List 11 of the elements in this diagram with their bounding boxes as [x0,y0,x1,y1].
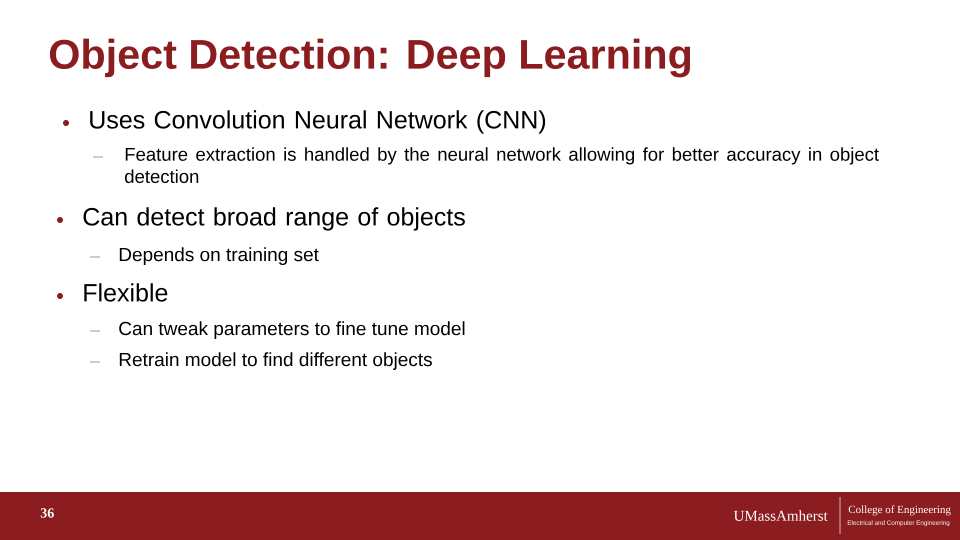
sub-bullet-text: Retrain model to find different objects [120,352,432,370]
sub-bullet-text: Feature extraction is handled by the neural network allowing for better accuracy in object detection [125,147,879,184]
bullet-text: Uses Convolution Neural Network (CNN) [90,110,546,134]
university-name: UMassAmherst [734,510,828,521]
slide-title: Object Detection: Deep Learning [50,38,690,78]
page-number: 36 [40,508,54,518]
college-name: College of Engineering [848,505,951,516]
sub-bullet-text: Can tweak parameters to fine tune model [119,321,464,339]
bullet-text: Can detect broad range of objects [84,207,465,231]
sub-bullet-text: Depends on training set [120,247,319,265]
bullet-text: Flexible [84,283,168,302]
